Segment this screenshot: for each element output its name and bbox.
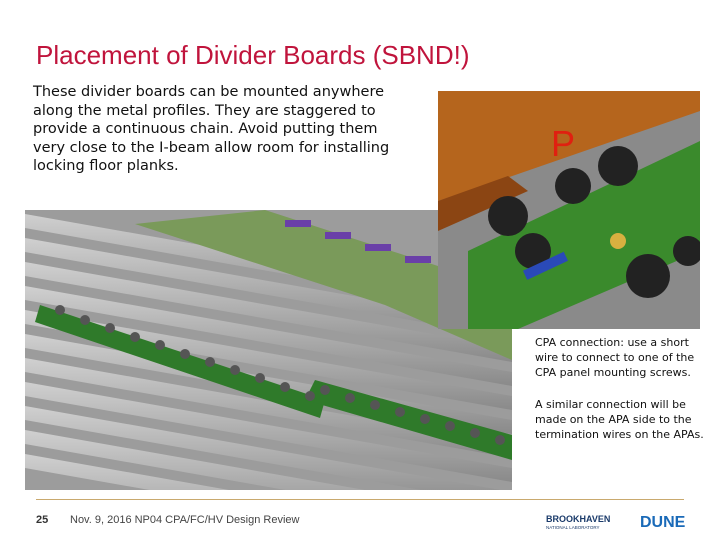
wood-beam [438, 91, 700, 201]
apa-connection-note: A similar connection will be made on the… [535, 398, 704, 441]
inset-annotation: P [551, 123, 575, 164]
footer-divider [36, 499, 684, 500]
wood-beam-2 [438, 176, 528, 231]
cpa-connection-closeup: P [438, 91, 700, 329]
divider-board-1 [35, 305, 325, 418]
brookhaven-wordmark: BROOKHAVEN [546, 514, 610, 524]
inset-board [468, 141, 700, 329]
inset-blue-clip [522, 251, 568, 280]
page-number: 25 [36, 514, 49, 526]
footer-text: Nov. 9, 2016 NP04 CPA/FC/HV Design Revie… [70, 514, 300, 526]
brookhaven-logo: BROOKHAVEN NATIONAL LABORATORY [546, 514, 610, 530]
body-paragraph: These divider boards can be mounted anyw… [33, 84, 390, 174]
capacitors-row-2 [320, 385, 505, 445]
divider-board-2 [305, 380, 512, 460]
inset-screw [610, 233, 626, 249]
slide-title: Placement of Divider Boards (SBND!) [36, 40, 470, 70]
i-beam [135, 210, 512, 360]
dune-wordmark: DUNE [640, 514, 686, 531]
dune-logo: DUNE [640, 514, 686, 531]
inset-capacitors [488, 146, 700, 298]
cpa-connection-note: CPA connection: use a short wire to conn… [535, 336, 695, 379]
divider-board-render [25, 210, 512, 490]
brookhaven-subtitle: NATIONAL LABORATORY [546, 525, 600, 530]
capacitors-row-1 [55, 305, 315, 401]
